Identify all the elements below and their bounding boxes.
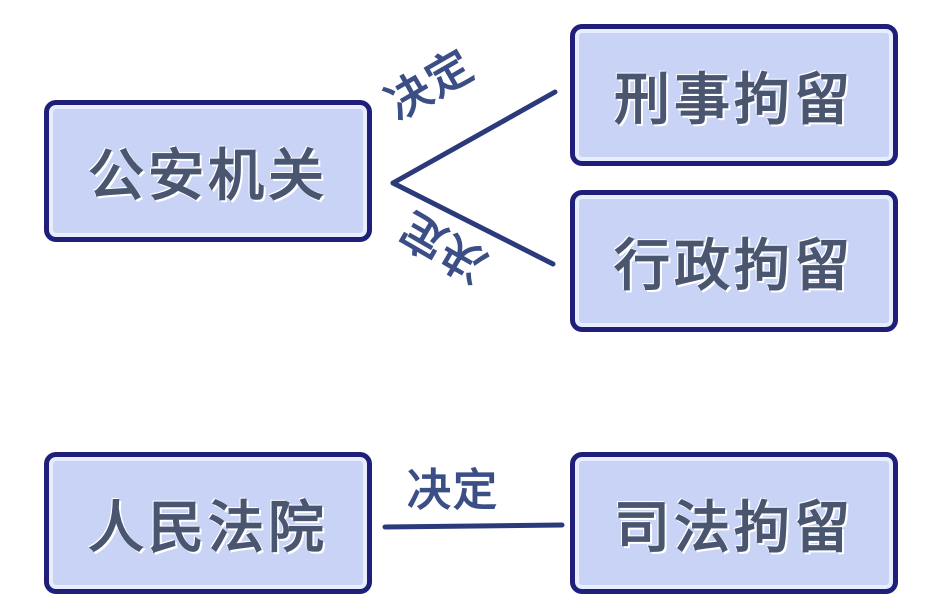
node-court-label: 人民法院 [88, 495, 328, 561]
node-administrative-detention-label: 行政拘留 [614, 233, 854, 299]
connector-police-criminal [390, 89, 558, 186]
node-judicial-detention: 司法拘留 [570, 452, 898, 594]
connector-court-judicial [382, 522, 565, 530]
connector-police-administrative [390, 180, 556, 267]
node-police-label: 公安机关 [88, 143, 328, 209]
node-criminal-detention: 刑事拘留 [570, 24, 898, 166]
node-criminal-detention-label: 刑事拘留 [614, 67, 854, 133]
node-judicial-detention-label: 司法拘留 [614, 495, 854, 561]
node-court: 人民法院 [44, 452, 372, 594]
node-police: 公安机关 [44, 100, 372, 242]
node-administrative-detention: 行政拘留 [570, 190, 898, 332]
edge-label-court-judicial: 决定 [407, 465, 499, 516]
